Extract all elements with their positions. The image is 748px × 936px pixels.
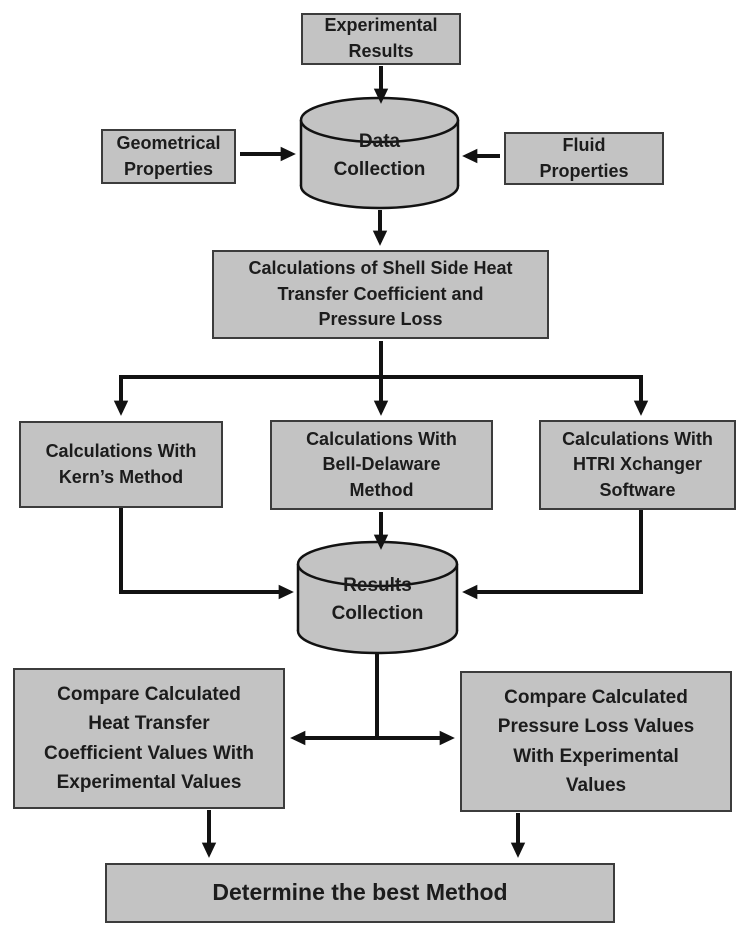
node-bell-delaware-method: Calculations With Bell-Delaware Method [270, 420, 493, 510]
flow-arrows [113, 66, 649, 858]
node-experimental-results: Experimental Results [301, 13, 461, 65]
node-shell-side-calculations: Calculations of Shell Side Heat Transfer… [212, 250, 549, 339]
node-compare-heat-transfer: Compare Calculated Heat Transfer Coeffic… [13, 668, 285, 809]
node-kern-method: Calculations With Kern’s Method [19, 421, 223, 508]
node-determine-best-method: Determine the best Method [105, 863, 615, 923]
arrow-htri-to-results [462, 510, 643, 600]
node-results-collection-label: Results Collection [331, 574, 424, 624]
node-geometrical-properties: Geometrical Properties [101, 129, 236, 184]
node-data-collection-label: Data Collection [333, 130, 426, 180]
node-fluid-properties: Fluid Properties [504, 132, 664, 185]
arrow-kern-to-results [119, 508, 294, 600]
node-compare-pressure-loss: Compare Calculated Pressure Loss Values … [460, 671, 732, 812]
data-collection-cylinder [299, 96, 460, 210]
node-htri-software: Calculations With HTRI Xchanger Software [539, 420, 736, 510]
